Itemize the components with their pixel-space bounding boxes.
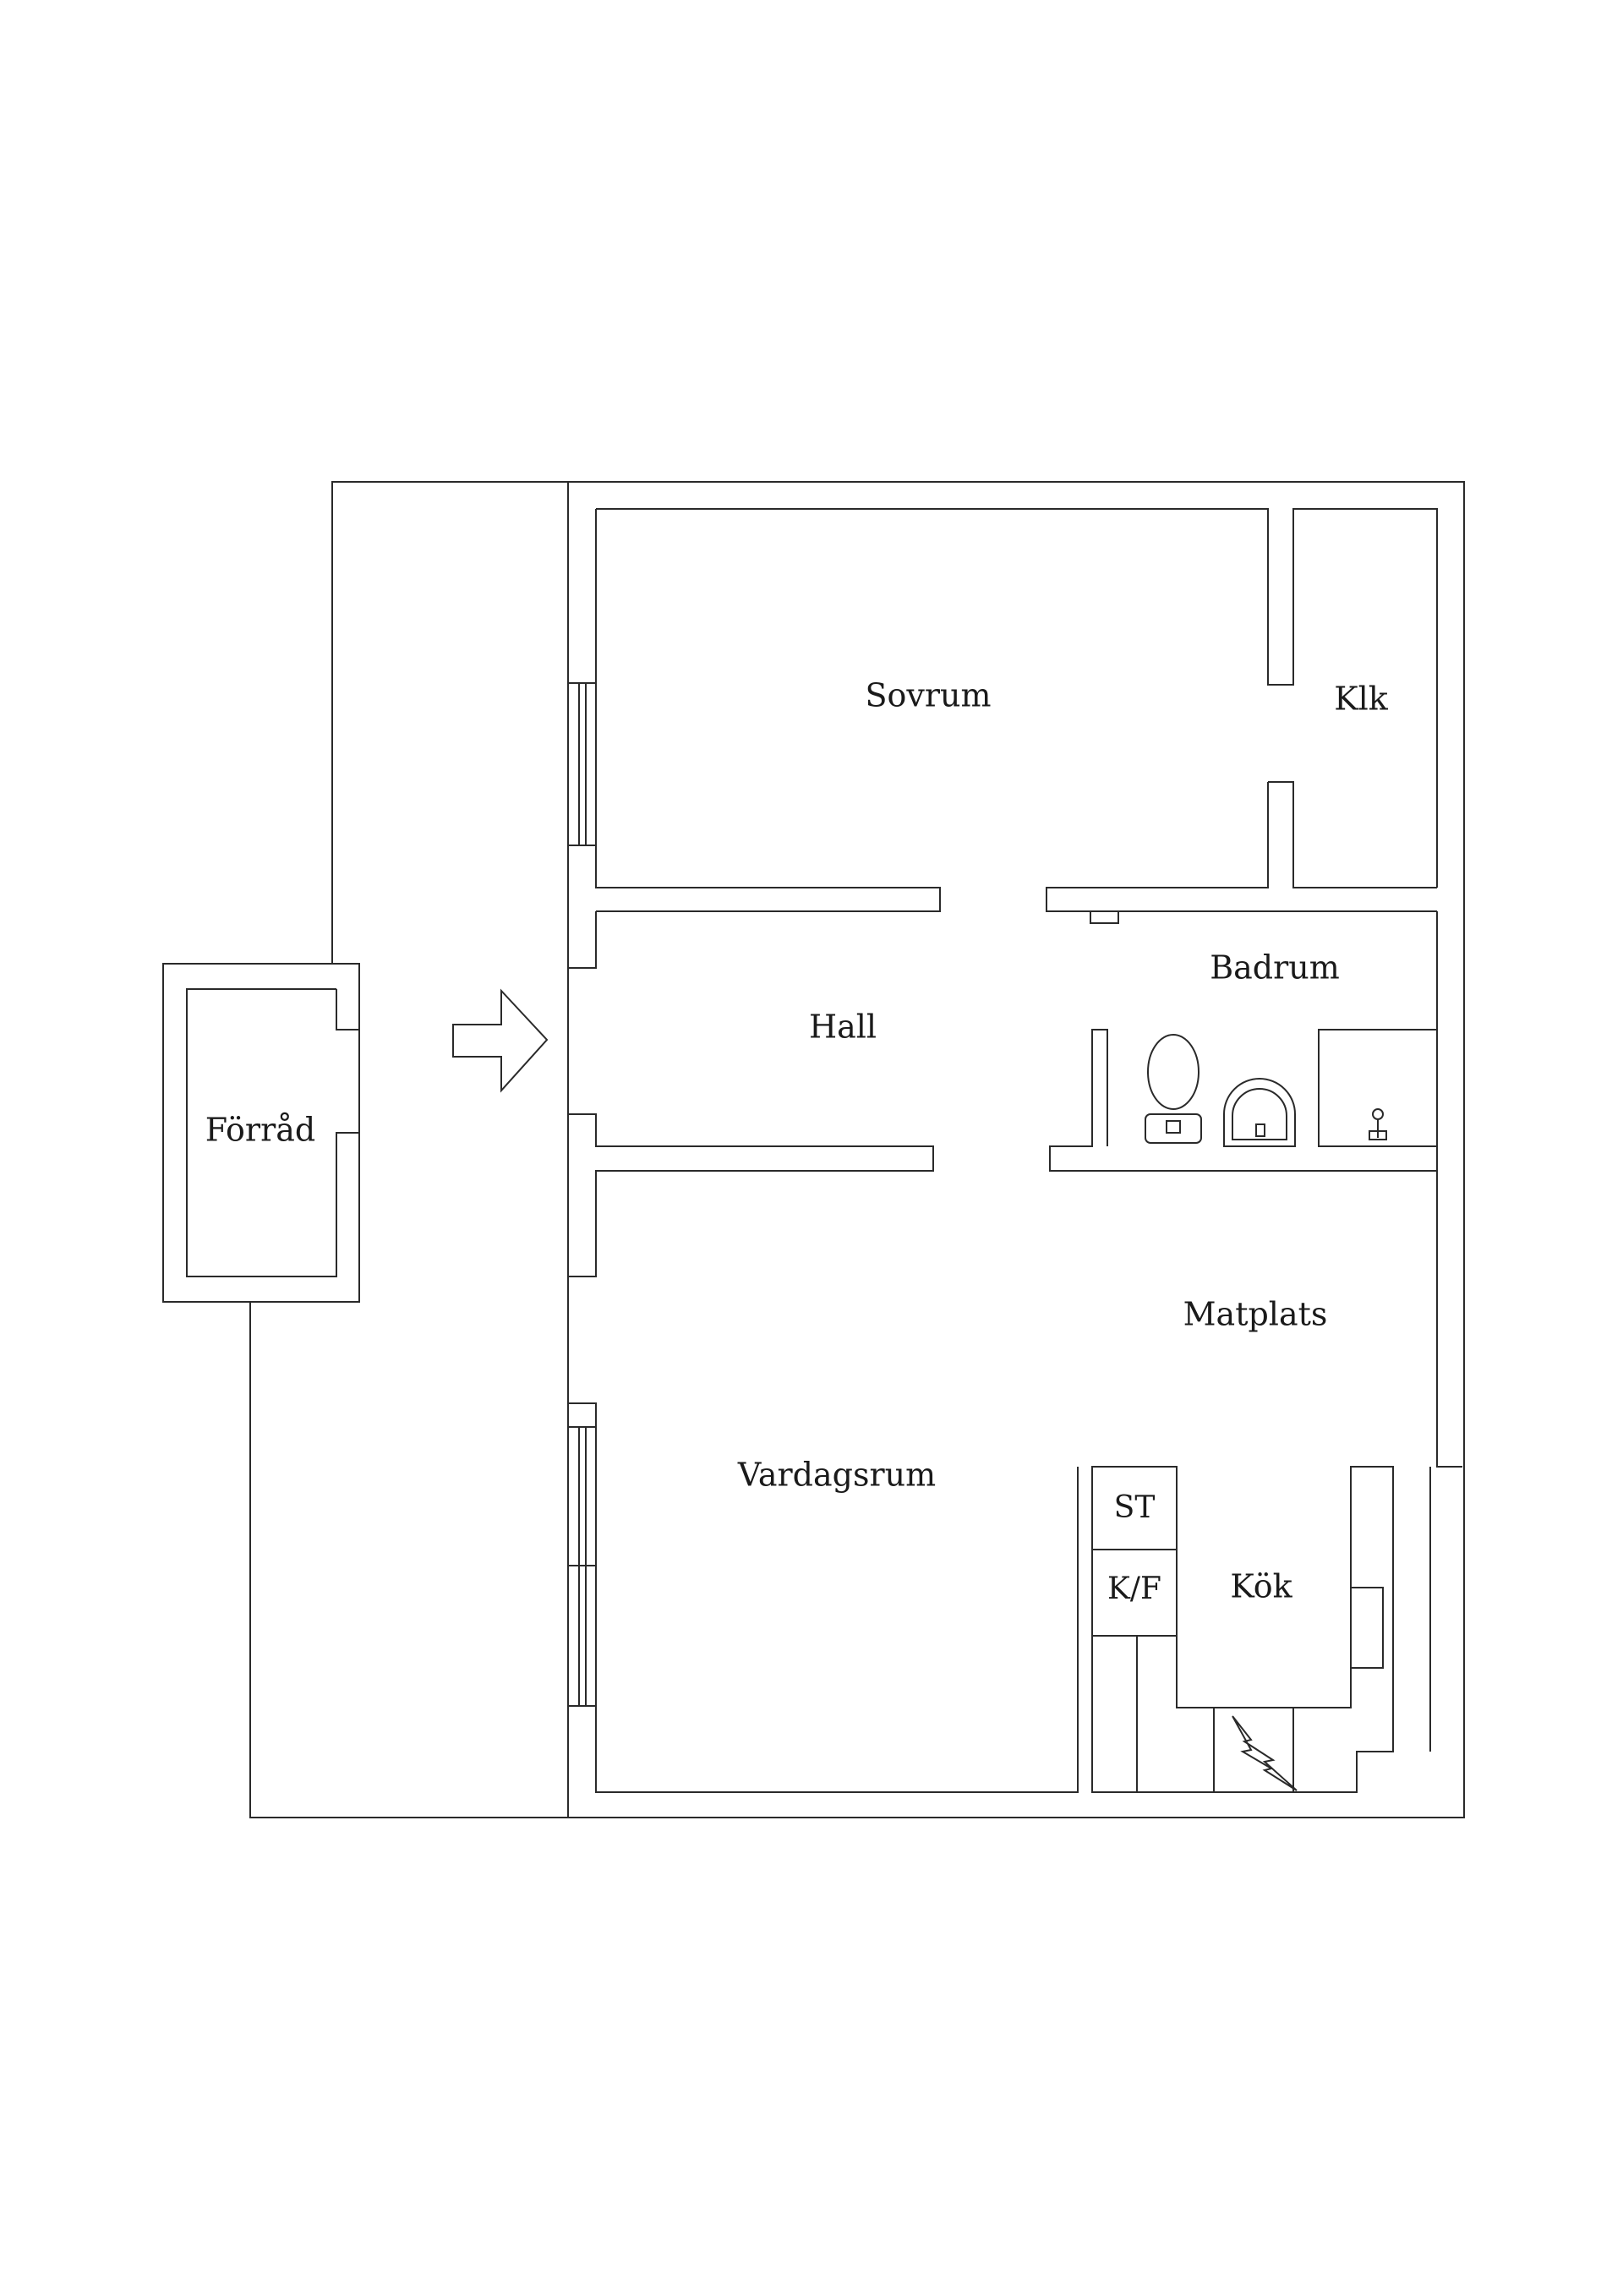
room-label-hall: Hall: [809, 1009, 877, 1046]
sink-icon: [1223, 1078, 1296, 1147]
room-label-vardagsrum: Vardagsrum: [737, 1457, 936, 1494]
room-label-sovrum: Sovrum: [865, 677, 991, 714]
kitchen-fixtures: [1091, 1466, 1431, 1793]
room-label-matplats: Matplats: [1183, 1296, 1328, 1333]
room-label-forrad: Förråd: [205, 1112, 315, 1149]
lightning-icon: [1232, 1715, 1298, 1791]
room-label-kok: Kök: [1230, 1568, 1292, 1605]
entrance-arrow-icon: [452, 988, 549, 1093]
shower-icon: [1363, 1108, 1393, 1147]
room-label-badrum: Badrum: [1210, 949, 1340, 987]
toilet-icon: [1145, 1034, 1202, 1144]
storage-building: [162, 963, 360, 1303]
walls: [567, 508, 1462, 1793]
fixture-label-st: ST: [1114, 1490, 1156, 1525]
fixture-label-kf: K/F: [1107, 1572, 1161, 1606]
apartment-outline: [567, 481, 1465, 1818]
room-label-klk: Klk: [1334, 681, 1389, 718]
site-outline: [249, 481, 569, 1818]
